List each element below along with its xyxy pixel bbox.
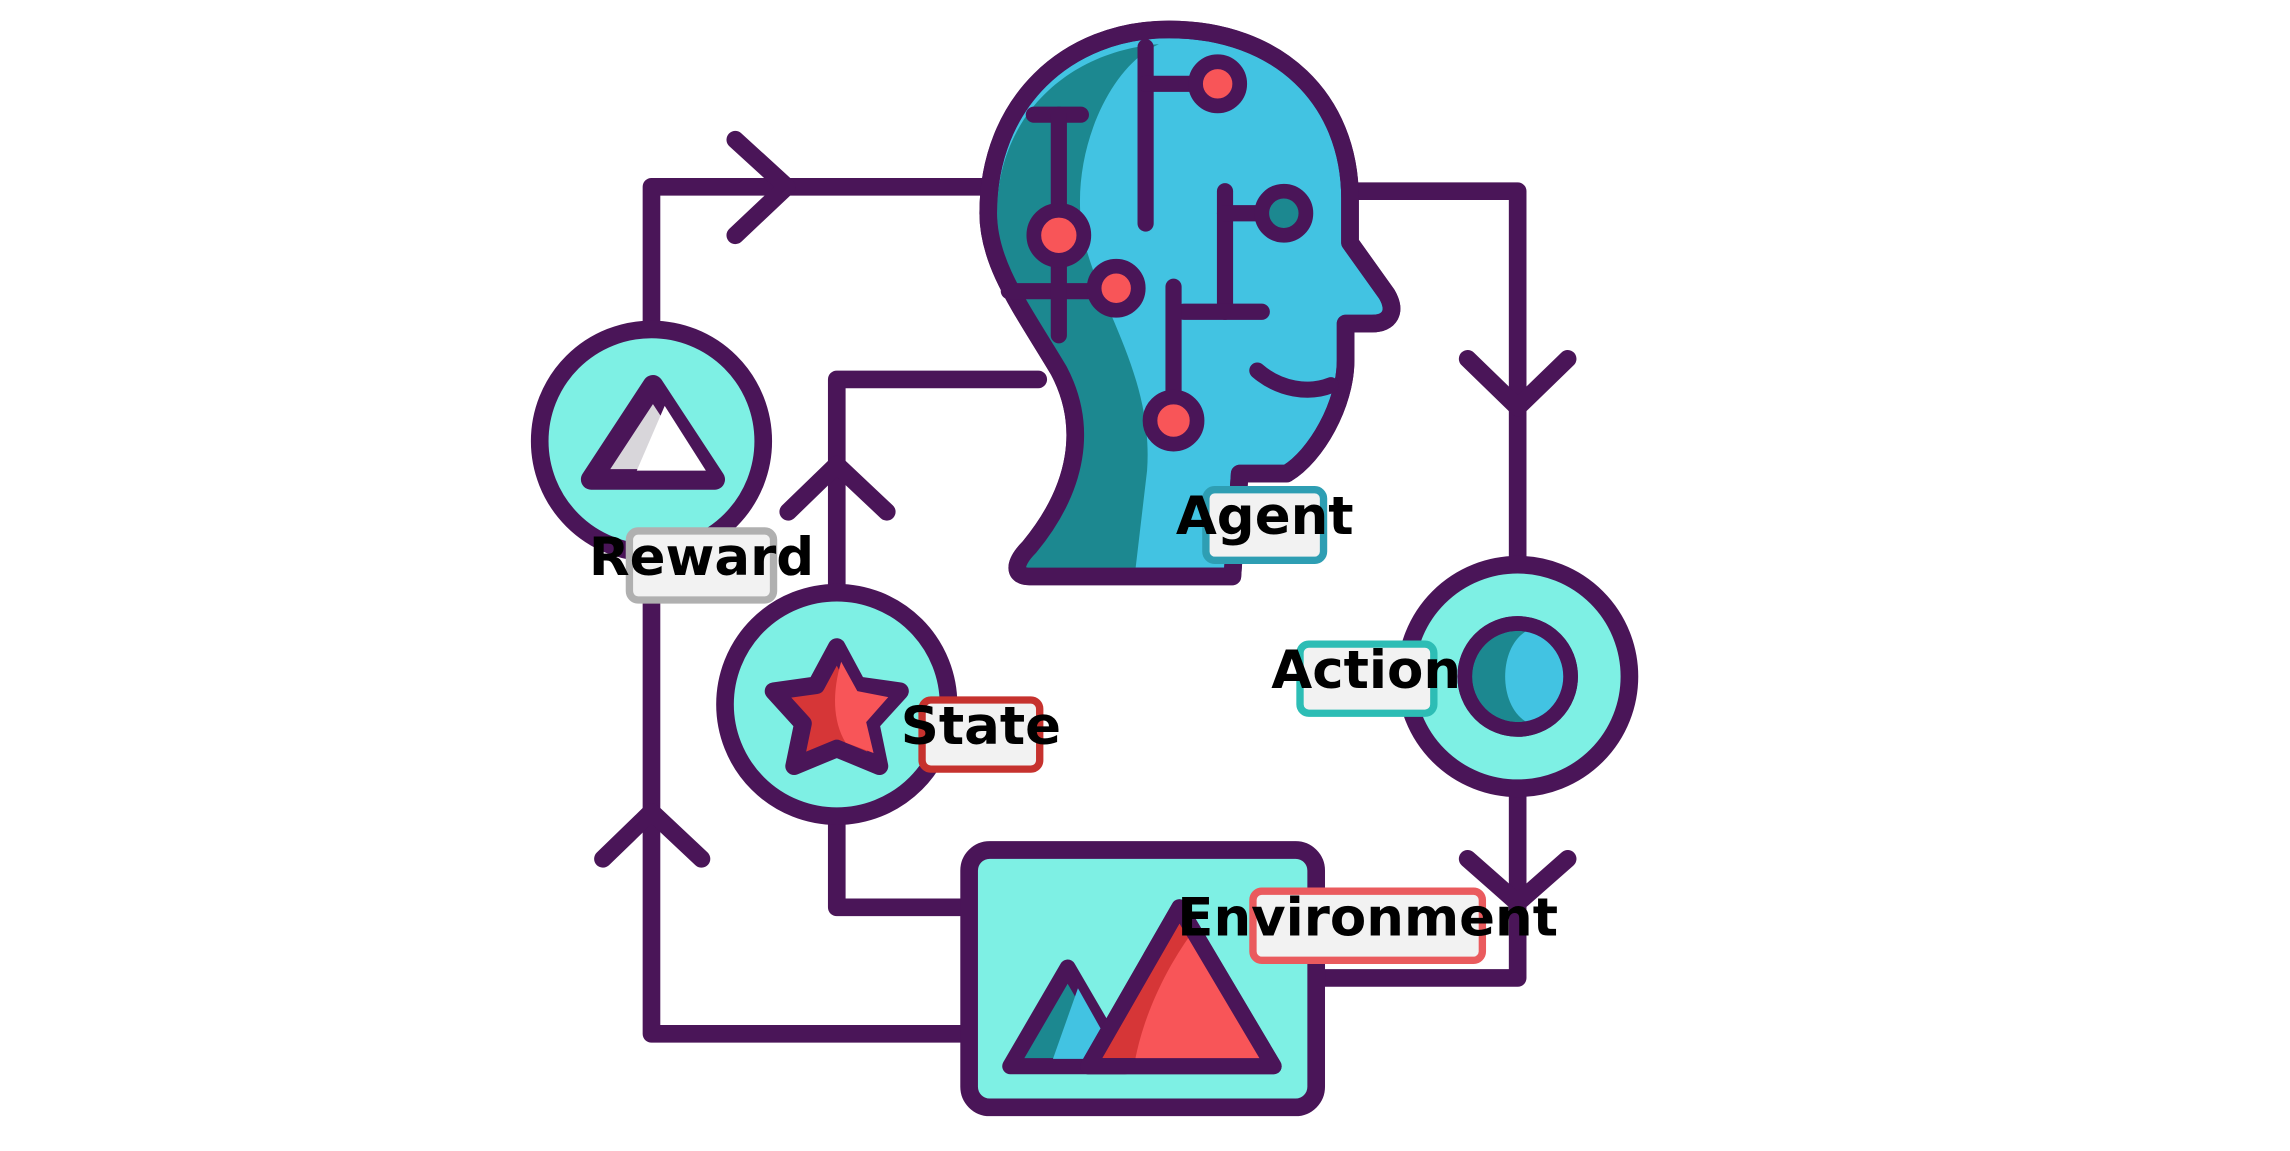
state-node <box>716 583 958 826</box>
reward-to-agent-line <box>642 177 998 339</box>
star-icon <box>764 638 909 776</box>
reward-label-text: Reward <box>589 527 814 588</box>
environment-label: Environment <box>1177 887 1558 964</box>
state-to-agent-line <box>827 370 1048 601</box>
state-label: State <box>901 696 1061 773</box>
action-label-text: Action <box>1271 640 1461 701</box>
environment-to-state-line <box>827 808 976 917</box>
connector-lines <box>594 130 1577 1043</box>
arrow-right-icon <box>726 130 796 245</box>
agent-label: Agent <box>1176 486 1354 564</box>
reward-node <box>530 320 773 562</box>
environment-node <box>960 841 1326 1117</box>
circuit-nodes <box>1026 54 1314 452</box>
agent-to-action-line <box>1336 182 1527 571</box>
reward-label: Reward <box>589 527 814 604</box>
environment-label-text: Environment <box>1177 887 1558 948</box>
action-to-environment-line <box>1310 782 1527 987</box>
triangle-icon <box>580 375 726 490</box>
arrow-up-icon <box>594 802 711 868</box>
state-label-text: State <box>901 696 1061 757</box>
mountains-icon <box>1002 899 1282 1075</box>
arrow-up-icon <box>779 455 896 521</box>
arrow-down-icon <box>1458 850 1577 912</box>
action-label: Action <box>1271 640 1461 717</box>
environment-to-reward-line <box>642 542 976 1043</box>
circuit-traces <box>1000 38 1339 403</box>
agent-head-icon <box>979 20 1401 586</box>
circle-icon <box>1457 616 1578 737</box>
arrow-down-icon <box>1458 350 1577 417</box>
agent-label-text: Agent <box>1176 486 1354 547</box>
